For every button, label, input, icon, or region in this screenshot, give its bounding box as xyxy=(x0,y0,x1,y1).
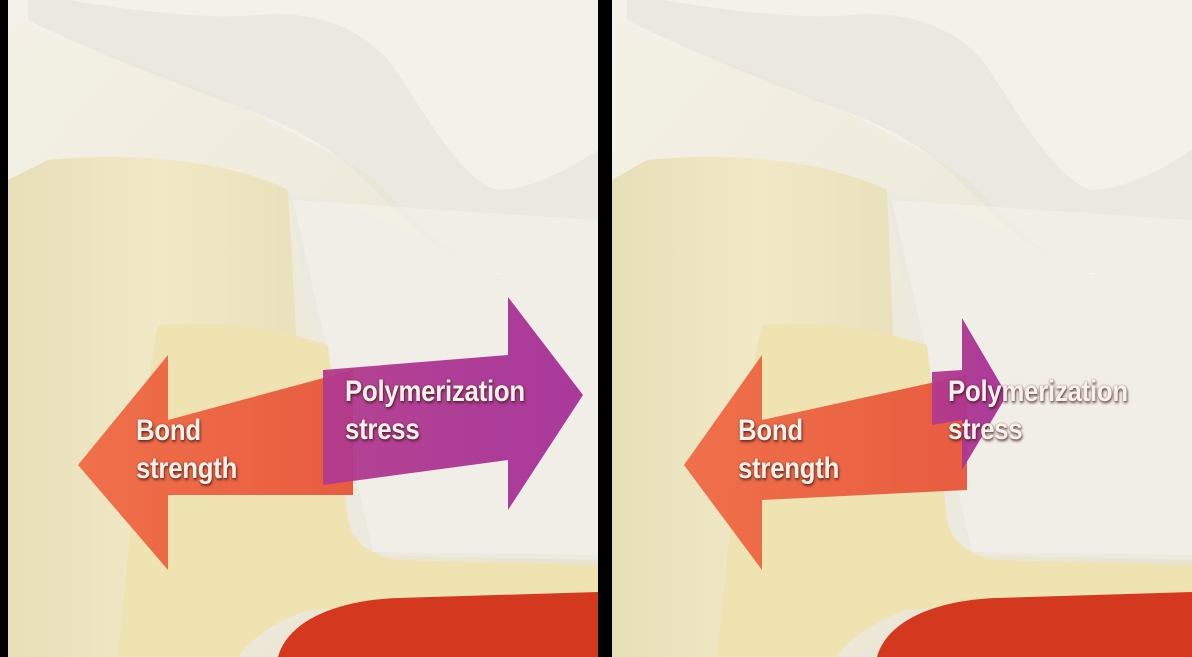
bond-strength-label-line1: Bond xyxy=(738,412,839,450)
polymerization-stress-label-line1: Polymerization xyxy=(345,373,525,411)
bond-strength-label-line2: strength xyxy=(738,450,839,488)
bond-strength-label-line1: Bond xyxy=(136,412,237,450)
diagram-panel-right: Bond strength Polymerization stress xyxy=(612,0,1192,657)
polymerization-stress-label-line1: Polymerization xyxy=(948,373,1128,411)
bond-strength-label: Bond strength xyxy=(136,412,237,488)
bond-strength-label: Bond strength xyxy=(738,412,839,488)
polymerization-stress-label: Polymerization stress xyxy=(345,373,525,449)
diagram-panel-left: Bond strength Polymerization stress xyxy=(8,0,598,657)
tooth-illustration-left xyxy=(8,0,598,657)
polymerization-stress-label: Polymerization stress xyxy=(948,373,1128,449)
bond-strength-label-line2: strength xyxy=(136,450,237,488)
polymerization-stress-label-line2: stress xyxy=(345,411,525,449)
polymerization-stress-label-line2: stress xyxy=(948,411,1128,449)
tooth-illustration-right xyxy=(612,0,1192,657)
